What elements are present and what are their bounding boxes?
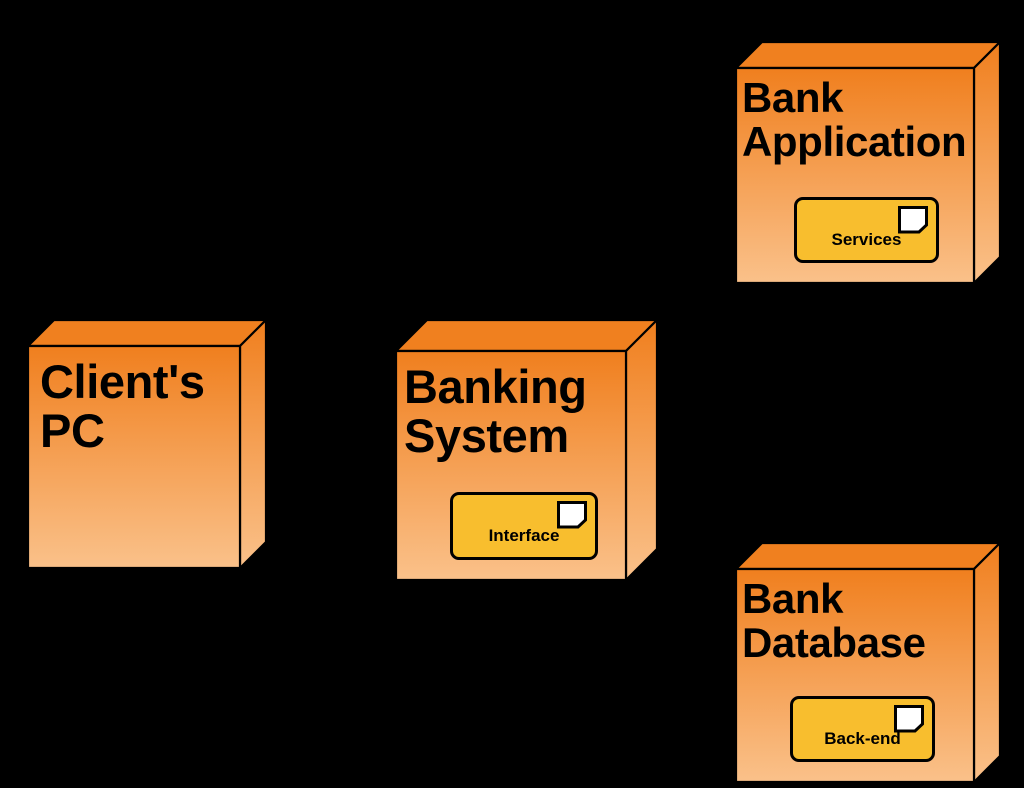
node-side-face-bank-application xyxy=(972,39,1002,286)
artifact-box-banking-system[interactable]: Interface xyxy=(450,492,598,560)
artifact-box-bank-database[interactable]: Back-end xyxy=(790,696,935,762)
node-top-face-client-pc xyxy=(25,318,269,348)
artifact-box-bank-application[interactable]: Services xyxy=(794,197,939,263)
node-front-face-client-pc xyxy=(26,344,242,570)
document-icon xyxy=(557,501,587,529)
document-icon-shape xyxy=(898,206,928,234)
artifact-label-bank-application: Services xyxy=(831,230,902,249)
node-box-shape-client-pc xyxy=(25,317,269,571)
document-icon xyxy=(894,705,924,733)
node-top-face-banking-system xyxy=(393,318,660,353)
node-side-face-bank-database xyxy=(972,540,1002,785)
document-icon xyxy=(898,206,928,234)
node-top-face-bank-database xyxy=(733,541,1003,571)
document-icon-shape xyxy=(557,501,587,529)
node-top-face-bank-application xyxy=(733,40,1003,70)
artifact-label-banking-system: Interface xyxy=(488,526,560,545)
node-side-face-client-pc xyxy=(238,317,268,571)
node-side-face-banking-system xyxy=(624,317,659,583)
artifact-label-bank-database: Back-end xyxy=(824,729,901,748)
deployment-node-client-pc[interactable]: Client's PC xyxy=(25,317,269,571)
document-icon-shape xyxy=(894,705,924,733)
